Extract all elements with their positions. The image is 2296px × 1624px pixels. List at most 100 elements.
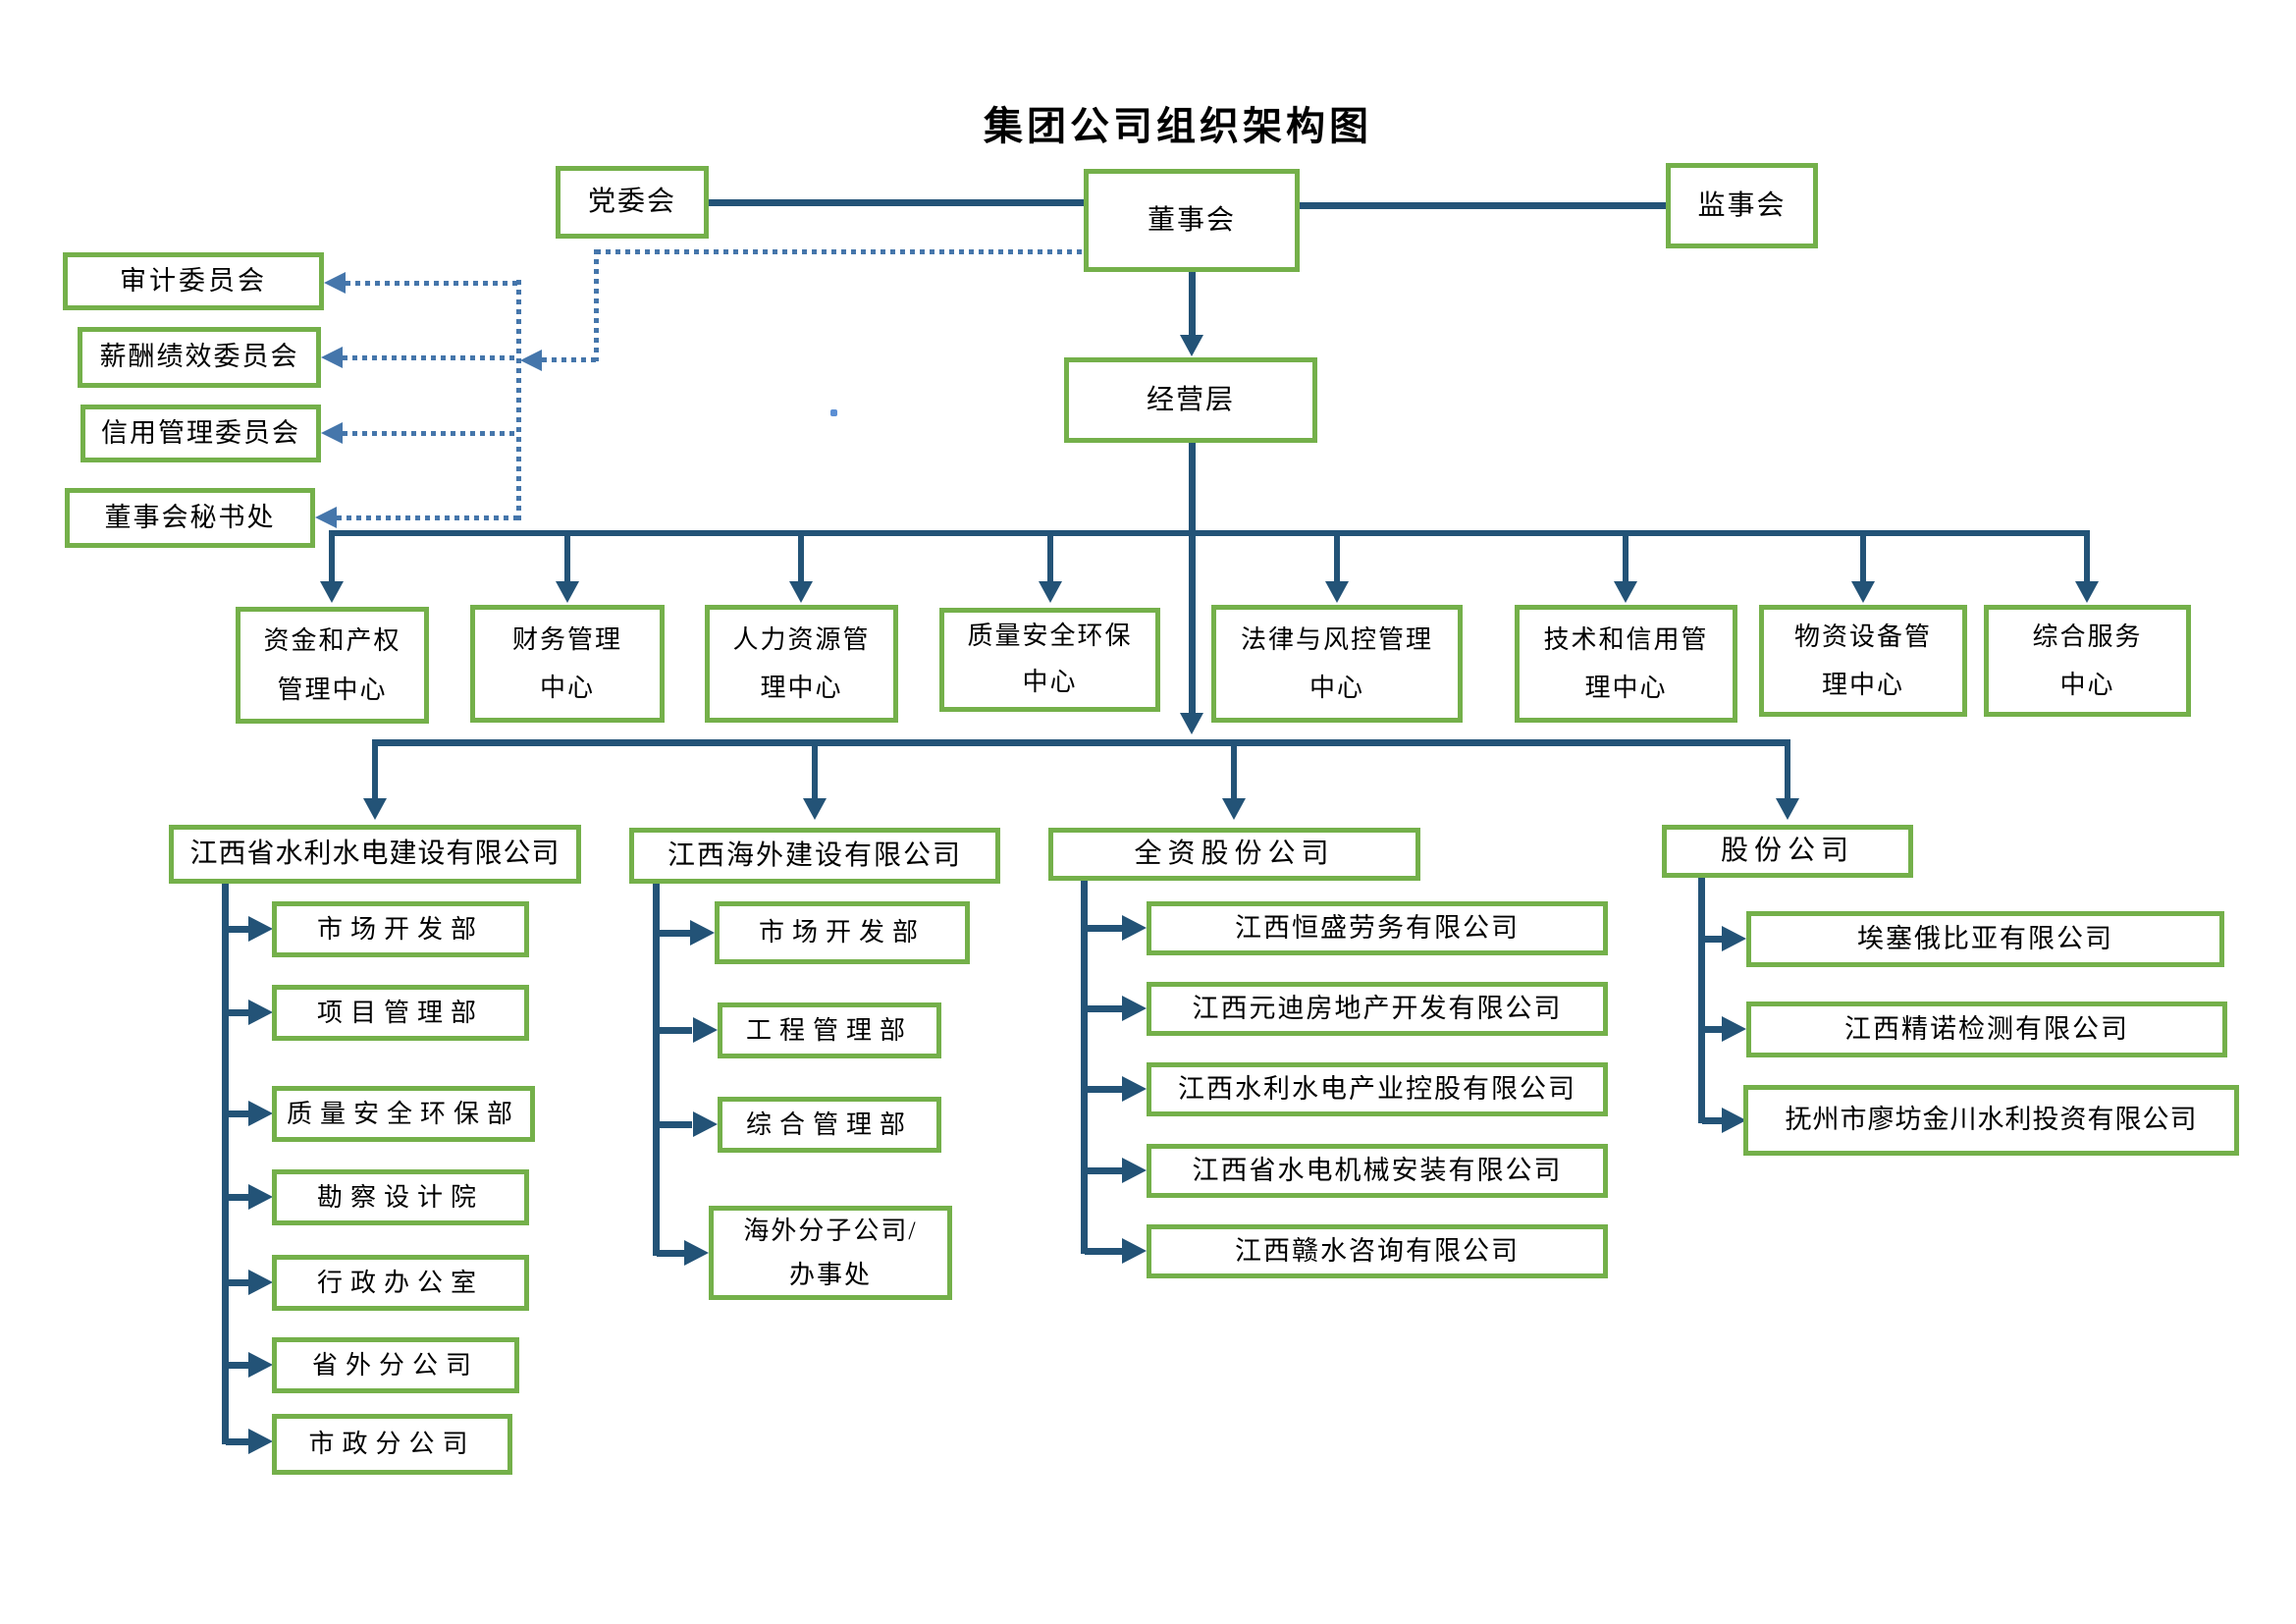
line-board-operating (1189, 272, 1196, 335)
dotted-line-board-committees (596, 249, 1084, 254)
line-board-supervisory (1300, 202, 1666, 209)
node-co2-engineering: 工程管理部 (718, 1002, 941, 1058)
branch-line (226, 926, 250, 933)
node-co3-industry-holding: 江西水利水电产业控股有限公司 (1147, 1062, 1608, 1116)
chart-title: 集团公司组织架构图 (984, 104, 1372, 148)
dotted-feed-vertical (594, 249, 599, 361)
branch-line (1085, 1086, 1124, 1093)
branch-line (1085, 1248, 1124, 1255)
arrowhead-down-icon (320, 581, 344, 603)
arrowhead-right-icon (690, 920, 715, 946)
node-co1-project-mgmt: 项目管理部 (272, 985, 529, 1041)
node-co3-ganshui-consulting: 江西赣水咨询有限公司 (1147, 1224, 1608, 1278)
node-co1-market-dev: 市场开发部 (272, 901, 529, 957)
branch-line (657, 930, 692, 937)
node-center-legal-risk: 法律与风控管理 中心 (1211, 605, 1463, 723)
arrowhead-left-icon (324, 272, 346, 294)
arrowhead-right-icon (1122, 1158, 1147, 1183)
stub-center-7 (1860, 533, 1866, 582)
dotted-committee-trunk (516, 280, 521, 520)
arrowhead-right-icon (1722, 926, 1746, 951)
node-company-wholly-owned: 全资股份公司 (1048, 828, 1420, 881)
branch-line (657, 1027, 692, 1034)
stub-company-4 (1785, 742, 1790, 799)
branch-line (1702, 1026, 1724, 1033)
stub-company-2 (812, 742, 818, 799)
line-party-board (709, 199, 1084, 206)
dotted-branch-line (343, 355, 518, 360)
arrowhead-down-icon (363, 798, 387, 820)
arrowhead-right-icon (1122, 996, 1147, 1021)
branch-line (1085, 1005, 1124, 1012)
dotted-branch-line (346, 281, 518, 286)
branch-line (226, 1438, 250, 1445)
trunk-company-2 (653, 884, 660, 1256)
arrowhead-down-icon (803, 798, 827, 820)
arrowhead-down-icon (2075, 581, 2099, 603)
dotted-branch-line (337, 515, 518, 520)
arrowhead-down-icon (1614, 581, 1637, 603)
arrowhead-right-icon (248, 1270, 273, 1295)
arrowhead-down-icon (1180, 335, 1203, 356)
node-co3-machinery-install: 江西省水电机械安装有限公司 (1147, 1144, 1608, 1198)
arrowhead-right-icon (1122, 915, 1147, 941)
node-company-water-conservancy: 江西省水利水电建设有限公司 (169, 825, 581, 884)
node-board: 董事会 (1084, 169, 1300, 272)
stray-dot (830, 409, 837, 416)
stub-company-3 (1231, 742, 1237, 799)
node-co4-ethiopia: 埃塞俄比亚有限公司 (1746, 911, 2224, 967)
arrowhead-left-icon (321, 347, 343, 368)
node-center-tech-credit: 技术和信用管 理中心 (1515, 605, 1737, 723)
stub-center-8 (2084, 533, 2090, 582)
node-co3-yuandi-realestate: 江西元迪房地产开发有限公司 (1147, 982, 1608, 1036)
stub-center-6 (1623, 533, 1629, 582)
arrowhead-right-icon (1122, 1076, 1147, 1102)
branch-line (657, 1250, 692, 1257)
node-co1-survey-design: 勘察设计院 (272, 1169, 529, 1225)
arrowhead-right-icon (248, 1352, 273, 1378)
branch-line (226, 1279, 250, 1286)
node-co4-jingnuo-testing: 江西精诺检测有限公司 (1746, 1001, 2227, 1057)
arrowhead-right-icon (248, 916, 273, 942)
node-co2-overseas-branches: 海外分子公司/ 办事处 (709, 1206, 952, 1300)
node-credit-committee: 信用管理委员会 (80, 405, 321, 462)
branch-line (1702, 936, 1724, 943)
arrowhead-left-icon (520, 350, 542, 371)
node-company-overseas: 江西海外建设有限公司 (629, 828, 1000, 884)
arrowhead-down-icon (1776, 798, 1799, 820)
arrowhead-right-icon (248, 1184, 273, 1210)
arrowhead-down-icon (789, 581, 813, 603)
arrowhead-left-icon (321, 422, 343, 444)
node-co1-municipal: 市政分公司 (272, 1414, 512, 1475)
node-operating-level: 经营层 (1064, 357, 1317, 443)
trunk-company-3 (1081, 881, 1088, 1254)
arrowhead-right-icon (1122, 1238, 1147, 1264)
node-audit-committee: 审计委员会 (63, 252, 324, 310)
stub-center-4 (1047, 533, 1053, 582)
arrowhead-right-icon (693, 1111, 718, 1137)
line-centers-distribution (329, 530, 2090, 536)
branch-line (226, 1194, 250, 1201)
node-co2-general-mgmt: 综合管理部 (718, 1097, 941, 1153)
branch-line (1085, 1167, 1124, 1174)
node-co1-quality-safety: 质量安全环保部 (272, 1086, 535, 1142)
node-center-materials-equipment: 物资设备管 理中心 (1759, 605, 1967, 717)
line-operating-trunk (1189, 443, 1196, 715)
arrowhead-right-icon (1722, 1108, 1746, 1133)
node-center-finance: 财务管理 中心 (470, 605, 665, 723)
branch-line (1085, 925, 1124, 932)
arrowhead-down-icon (1180, 713, 1203, 734)
stub-company-1 (372, 742, 378, 799)
node-center-quality-safety: 质量安全环保 中心 (939, 608, 1160, 712)
arrowhead-down-icon (556, 581, 579, 603)
arrowhead-down-icon (1222, 798, 1246, 820)
branch-line (657, 1121, 692, 1128)
arrowhead-right-icon (248, 1101, 273, 1126)
node-center-funds-property: 资金和产权 管理中心 (236, 607, 429, 724)
arrowhead-down-icon (1851, 581, 1875, 603)
arrowhead-down-icon (1325, 581, 1349, 603)
stub-center-1 (329, 533, 335, 582)
node-board-secretariat: 董事会秘书处 (65, 488, 315, 548)
node-center-general-services: 综合服务 中心 (1984, 605, 2191, 717)
node-co1-outside-province: 省外分公司 (272, 1337, 519, 1393)
